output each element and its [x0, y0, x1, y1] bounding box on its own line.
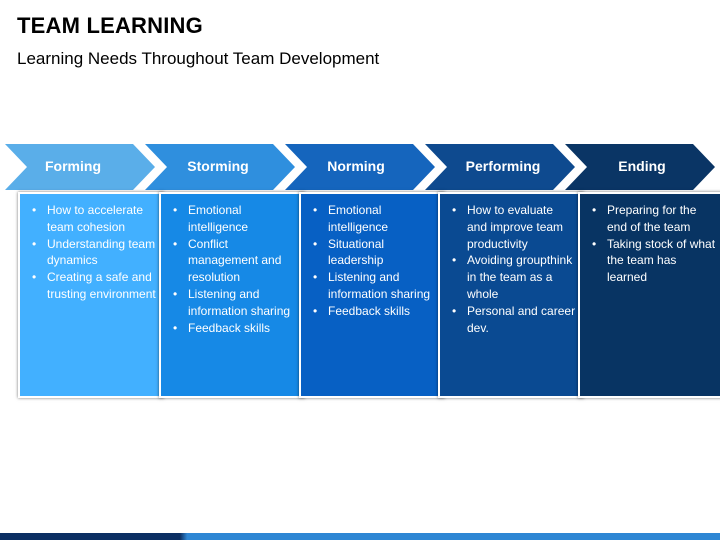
- arrow-ending: [565, 144, 715, 190]
- stage-list: Emotional intelligence Conflict manageme…: [161, 194, 303, 336]
- arrow-label-storming: Storming: [187, 158, 249, 174]
- stage-card-ending: Preparing for the end of the team Taking…: [578, 192, 720, 398]
- stage-list: Preparing for the end of the team Taking…: [580, 194, 720, 286]
- stage-card-storming: Emotional intelligence Conflict manageme…: [159, 192, 305, 398]
- stage-list: How to accelerate team cohesion Understa…: [20, 194, 162, 303]
- arrow-label-ending: Ending: [618, 158, 666, 174]
- list-item: Personal and career dev.: [452, 303, 576, 337]
- arrow-forming: [5, 144, 155, 190]
- list-item: Feedback skills: [313, 303, 437, 320]
- list-item: How to accelerate team cohesion: [32, 202, 156, 236]
- list-item: Feedback skills: [173, 320, 297, 337]
- page-title: TEAM LEARNING: [17, 13, 203, 38]
- arrow-storming: [145, 144, 295, 190]
- stage-list: Emotional intelligence Situational leade…: [301, 194, 443, 320]
- arrow-norming: [285, 144, 435, 190]
- list-item: How to evaluate and improve team product…: [452, 202, 576, 252]
- list-item: Listening and information sharing: [313, 269, 437, 303]
- list-item: Avoiding groupthink in the team as a who…: [452, 252, 576, 302]
- arrow-label-performing: Performing: [465, 158, 541, 174]
- arrow-performing: [425, 144, 575, 190]
- list-item: Emotional intelligence: [313, 202, 437, 236]
- list-item: Understanding team dynamics: [32, 236, 156, 270]
- list-item: Taking stock of what the team has learne…: [592, 236, 716, 286]
- list-item: Emotional intelligence: [173, 202, 297, 236]
- arrow-label-norming: Norming: [327, 158, 385, 174]
- stage-list: How to evaluate and improve team product…: [440, 194, 582, 336]
- bottom-accent-bar: [0, 533, 720, 540]
- stage-card-norming: Emotional intelligence Situational leade…: [299, 192, 445, 398]
- list-item: Listening and information sharing: [173, 286, 297, 320]
- page-subtitle: Learning Needs Throughout Team Developme…: [17, 49, 380, 68]
- arrow-label-forming: Forming: [45, 158, 101, 174]
- list-item: Creating a safe and trusting environment: [32, 269, 156, 303]
- stage-card-forming: How to accelerate team cohesion Understa…: [18, 192, 164, 398]
- list-item: Preparing for the end of the team: [592, 202, 716, 236]
- stage-arrows: [5, 144, 715, 190]
- stage-card-performing: How to evaluate and improve team product…: [438, 192, 584, 398]
- list-item: Conflict management and resolution: [173, 236, 297, 286]
- list-item: Situational leadership: [313, 236, 437, 270]
